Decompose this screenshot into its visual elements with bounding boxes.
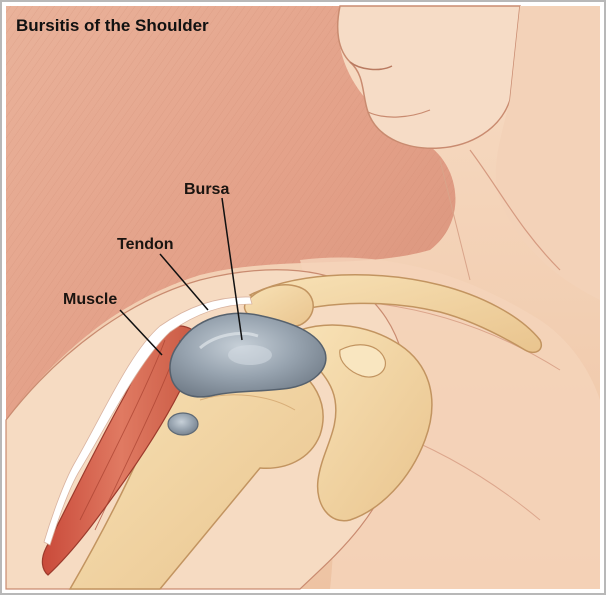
page-title: Bursitis of the Shoulder — [16, 16, 209, 35]
label-bursa: Bursa — [184, 181, 229, 198]
label-tendon: Tendon — [117, 236, 174, 253]
label-muscle: Muscle — [63, 291, 117, 308]
subdeltoid-bursa-small — [168, 413, 198, 435]
